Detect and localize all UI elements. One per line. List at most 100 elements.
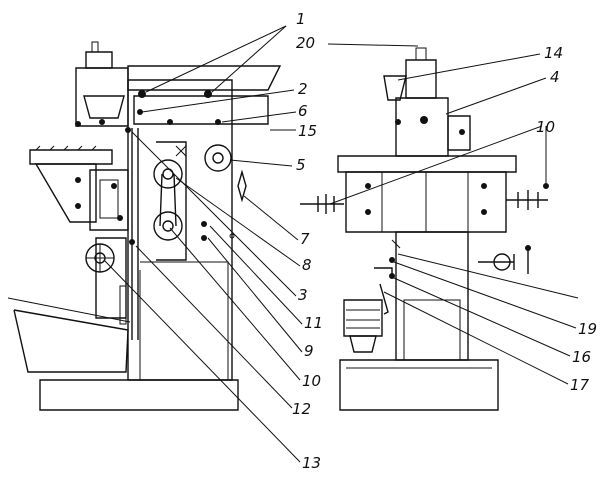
- knob-upper-mid: [167, 119, 173, 125]
- leader-20: [327, 43, 419, 47]
- gear-upper: [153, 159, 183, 189]
- gear-lower: [153, 211, 183, 241]
- table-handle-left: [317, 194, 335, 214]
- gear-lower-hub: [162, 220, 174, 232]
- motor-foot: [349, 335, 377, 353]
- leader-7: [243, 195, 299, 241]
- leader-14: [397, 53, 541, 81]
- leader-13: [103, 259, 301, 463]
- right-side-box: [447, 115, 471, 151]
- knee-handle-knob: [525, 245, 531, 251]
- leader-11: [209, 225, 303, 325]
- column-body: [127, 79, 233, 381]
- pivot-dot: [229, 233, 235, 239]
- knee-bracket: [34, 163, 97, 223]
- leader-17: [383, 291, 569, 385]
- knee-handle: [513, 250, 529, 274]
- gear-link: [159, 173, 177, 227]
- callout-11: 11: [304, 314, 323, 332]
- handwheel-13-spokes: [86, 244, 114, 272]
- leader-4: [445, 77, 547, 115]
- motor-ribs: [346, 309, 380, 329]
- right-handle-knob: [543, 183, 549, 189]
- knee-block: [89, 169, 129, 231]
- motor-body: [343, 299, 383, 337]
- right-motor-14: [383, 75, 407, 101]
- callout-17: 17: [570, 376, 590, 394]
- callout-7: 7: [300, 230, 310, 248]
- knob-head: [75, 121, 81, 127]
- callout-15: 15: [298, 122, 317, 140]
- knob-10: [201, 235, 207, 241]
- leader-16: [393, 277, 571, 357]
- overarm: [127, 65, 282, 91]
- left-base-plate: [39, 379, 239, 411]
- leader-3: [131, 131, 297, 297]
- table-handle-right: [517, 190, 539, 210]
- leader-9: [207, 237, 303, 353]
- callout-10-left: 10: [302, 372, 321, 390]
- knob-3: [125, 127, 131, 133]
- knob-2: [137, 109, 143, 115]
- knob-1b: [204, 90, 212, 98]
- overarm-lower: [133, 95, 269, 125]
- left-motor-top: [91, 41, 99, 53]
- callout-2: 2: [298, 80, 308, 98]
- leader-10-left: [169, 227, 301, 381]
- lever-7: [237, 169, 247, 203]
- right-head: [395, 97, 449, 157]
- callout-6: 6: [298, 102, 308, 120]
- knob-rod: [129, 239, 135, 245]
- head-spindle-box: [83, 95, 125, 119]
- knob-1a: [138, 90, 146, 98]
- callout-4: 4: [550, 68, 560, 86]
- rod-lever: [119, 285, 127, 325]
- right-column-inner: [403, 299, 461, 361]
- leader-5: [229, 159, 293, 167]
- lever-link: [391, 239, 401, 249]
- table-bolt-d: [481, 209, 487, 215]
- saddle-block: [345, 171, 507, 233]
- leader-2: [141, 89, 295, 113]
- callout-1: 1: [296, 10, 306, 28]
- callout-16: 16: [572, 348, 591, 366]
- saddle-divisions: [381, 172, 469, 232]
- right-column: [395, 231, 469, 361]
- knob-bracket-b: [75, 203, 81, 209]
- right-top-cap: [415, 47, 427, 61]
- gear-panel: [156, 141, 187, 261]
- callout-10-right: 10: [536, 118, 555, 136]
- right-spindle-housing: [405, 59, 437, 99]
- handwheel-5: [204, 144, 232, 172]
- leader-6: [221, 111, 297, 123]
- handwheel-5-hub: [212, 152, 224, 164]
- gear-mark: [175, 145, 187, 157]
- callout-20: 20: [296, 34, 315, 52]
- callout-9: 9: [304, 342, 314, 360]
- knob-19: [389, 257, 395, 263]
- leader-unlabeled: [397, 253, 579, 299]
- knob-knee-b: [117, 215, 123, 221]
- callout-14: 14: [544, 44, 563, 62]
- leader-1a: [145, 25, 287, 93]
- knob-knee: [111, 183, 117, 189]
- callout-19: 19: [578, 320, 597, 338]
- knob-6: [215, 119, 221, 125]
- left-machine-view: [7, 41, 282, 411]
- lever-16: [379, 283, 389, 315]
- knob-4: [420, 116, 428, 124]
- callout-13: 13: [302, 454, 321, 472]
- table-bolt-b: [365, 209, 371, 215]
- knob-head-b: [99, 119, 105, 125]
- leader-12: [135, 245, 293, 409]
- left-table-top: [29, 149, 113, 165]
- left-motor-cap: [85, 51, 113, 69]
- knob-bracket: [75, 177, 81, 183]
- leader-lines: [103, 25, 579, 463]
- knob-head-left: [395, 119, 401, 125]
- knob-16: [389, 273, 395, 279]
- leader-1b: [211, 25, 287, 93]
- table-bolt-c: [481, 183, 487, 189]
